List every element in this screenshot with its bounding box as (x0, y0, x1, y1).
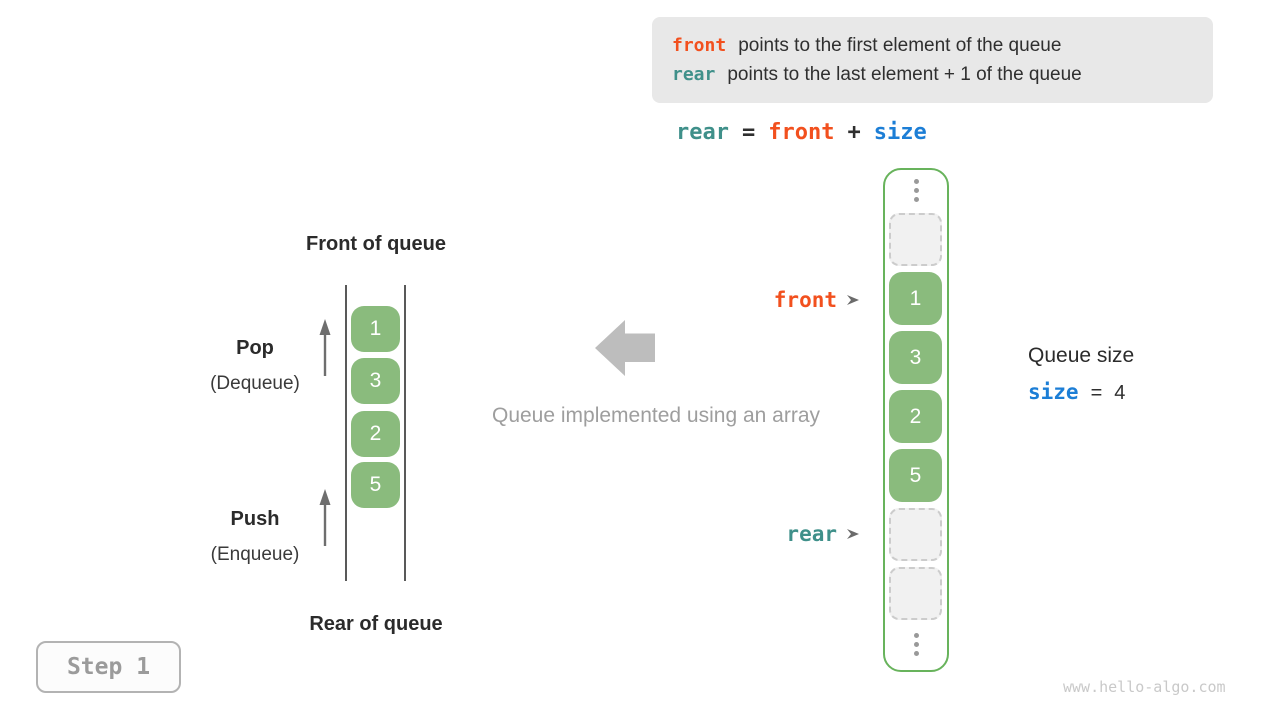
formula-plus: + (847, 120, 861, 145)
rear-of-queue-label: Rear of queue (309, 613, 443, 635)
formula-size: size (873, 120, 927, 145)
legend-box: front points to the first element of the… (652, 17, 1213, 103)
front-pointer-arrow-icon (847, 294, 859, 305)
size-value: 4 (1114, 382, 1126, 404)
ellipsis-bottom-icon (908, 633, 924, 656)
step-badge: Step 1 (36, 641, 181, 693)
legend-line-rear: rear points to the last element + 1 of t… (672, 64, 1213, 86)
size-keyword: size (1028, 380, 1079, 404)
pop-arrow-icon (319, 319, 331, 376)
pop-title: Pop (236, 337, 274, 359)
push-label-group: Push (Enqueue) (175, 508, 335, 566)
queue-cell: 3 (351, 358, 400, 404)
front-pointer: front (740, 286, 860, 313)
formula: rear = front + size (676, 120, 927, 145)
legend-line-front: front points to the first element of the… (672, 35, 1213, 57)
left-arrow-icon (595, 320, 655, 376)
rear-keyword: rear (672, 63, 716, 85)
array-cell: 3 (889, 331, 942, 384)
legend-rear-text: points to the last element + 1 of the qu… (727, 63, 1082, 85)
rear-pointer: rear (740, 520, 860, 547)
push-title: Push (230, 508, 280, 530)
size-equals: = (1090, 382, 1103, 404)
watermark: www.hello-algo.com (1063, 678, 1226, 696)
push-arrow-icon (319, 489, 331, 546)
diagram-caption: Queue implemented using an array (491, 404, 821, 427)
rear-pointer-arrow-icon (847, 528, 859, 539)
queue-cell: 5 (351, 462, 400, 508)
pop-subtitle: (Dequeue) (210, 373, 300, 394)
queue-cell: 1 (351, 306, 400, 352)
ellipsis-top-icon (908, 179, 924, 202)
channel-line-left (345, 285, 347, 581)
array-cell: 5 (889, 449, 942, 502)
array-cell: 2 (889, 390, 942, 443)
array-cell-empty (889, 213, 942, 266)
formula-rear: rear (676, 120, 729, 145)
array-cell-empty (889, 567, 942, 620)
queue-size-value: size = 4 (1028, 380, 1125, 405)
legend-front-text: points to the first element of the queue (738, 34, 1062, 56)
channel-line-right (404, 285, 406, 581)
array-cell-empty (889, 508, 942, 561)
formula-equals: = (741, 120, 756, 145)
pop-label-group: Pop (Dequeue) (175, 337, 335, 395)
push-subtitle: (Enqueue) (210, 544, 300, 565)
formula-front: front (768, 120, 835, 145)
rear-pointer-label: rear (786, 521, 837, 546)
front-pointer-label: front (773, 287, 837, 312)
front-of-queue-label: Front of queue (306, 233, 446, 255)
queue-cell: 2 (351, 411, 400, 457)
array-cell: 1 (889, 272, 942, 325)
queue-size-label: Queue size (1028, 344, 1135, 367)
front-keyword: front (672, 34, 727, 56)
